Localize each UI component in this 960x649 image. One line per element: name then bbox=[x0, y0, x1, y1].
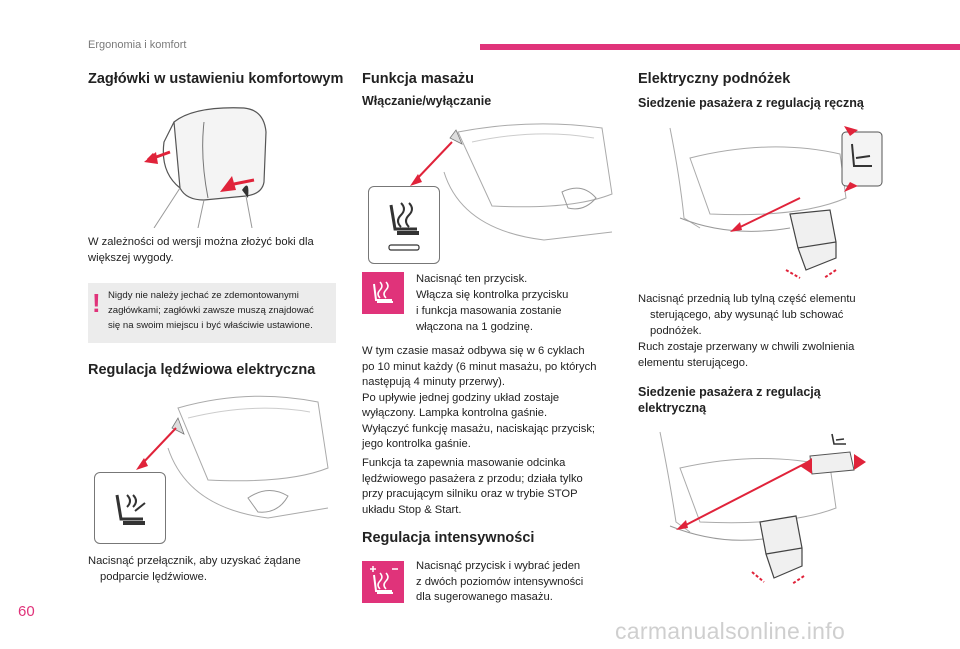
massage-bullet-4: włączona na 1 godzinę. bbox=[416, 321, 533, 333]
massage-seat-illustration bbox=[410, 123, 613, 241]
massage-bullet-1: Nacisnąć ten przycisk. bbox=[416, 272, 527, 288]
subheading-manual: Siedzenie pasażera z regulacją ręczną bbox=[638, 96, 864, 110]
massage-p2-line: przy pracującym silniku oraz w trybie ST… bbox=[362, 488, 578, 500]
massage-p1-line: wyłączony. Lampka kontrolna gaśnie. bbox=[362, 407, 548, 419]
heading-massage: Funkcja masażu bbox=[362, 71, 475, 87]
intensity-line: z dwóch poziomów intensywności bbox=[416, 575, 584, 588]
massage-button-icon bbox=[368, 186, 440, 264]
massage-p1-line: W tym czasie masaż odbywa się w 6 cyklac… bbox=[362, 345, 585, 357]
intensity-line: Nacisnąć przycisk i wybrać jeden bbox=[416, 560, 581, 572]
headrest-illustration bbox=[144, 107, 267, 228]
watermark: carmanualsonline.info bbox=[615, 618, 846, 644]
massage-p1-line: Po upływie jednej godziny układ zostaje bbox=[362, 391, 560, 404]
massage-paragraph-1: W tym czasie masaż odbywa się w 6 cyklac… bbox=[362, 344, 620, 453]
massage-intensity-icon bbox=[362, 561, 404, 603]
headrest-text-2: większej wygody. bbox=[88, 252, 174, 264]
massage-p2-line: Funkcja ta zapewnia masowanie odcinka bbox=[362, 457, 566, 469]
legrest-electric-illustration bbox=[659, 431, 866, 585]
legrest-bullet-3: podnóżek. bbox=[650, 325, 702, 337]
massage-bullet-3: i funkcja masowania zostanie bbox=[416, 305, 562, 317]
lumbar-bullet-1: Nacisnąć przełącznik, aby uzyskać żądane bbox=[88, 554, 301, 570]
massage-p1-line: Wyłączyć funkcję masażu, naciskając przy… bbox=[362, 422, 596, 435]
massage-p2-line: układu Stop & Start. bbox=[362, 503, 462, 516]
heading-legrest: Elektryczny podnóżek bbox=[638, 71, 791, 87]
warning-mark: ! bbox=[92, 288, 101, 318]
massage-p2-line: lędźwiowego pasażera z przodu; działa ty… bbox=[362, 472, 583, 485]
massage-paragraph-2: Funkcja ta zapewnia masowanie odcinka lę… bbox=[362, 456, 620, 518]
headrest-text-1: W zależności od wersji można złożyć boki… bbox=[88, 236, 314, 248]
massage-seat-icon bbox=[362, 272, 404, 314]
warning-line-2: zagłówkami; zagłówki zawsze muszą znajdo… bbox=[108, 305, 314, 316]
heading-intensity: Regulacja intensywności bbox=[362, 530, 535, 546]
legrest-bullet-2: sterującego, aby wysunąć lub schować bbox=[650, 309, 844, 321]
legrest-manual-illustration bbox=[669, 126, 883, 279]
legrest-text-2: elementu sterującego. bbox=[638, 357, 749, 369]
subheading-onoff: Włączanie/wyłączanie bbox=[362, 94, 492, 108]
lumbar-bullet-2: podparcie lędźwiowe. bbox=[100, 571, 207, 583]
legrest-bullet-1: Nacisnąć przednią lub tylną część elemen… bbox=[638, 292, 856, 308]
heading-headrests: Zagłówki w ustawieniu komfortowym bbox=[88, 71, 344, 87]
subheading-electric-1: Siedzenie pasażera z regulacją bbox=[638, 385, 821, 399]
legrest-bullet-text-1: Nacisnąć przednią lub tylną część elemen… bbox=[638, 293, 856, 305]
massage-bullet-text-1: Nacisnąć ten przycisk. bbox=[416, 273, 528, 285]
legrest-text-1: Ruch zostaje przerwany w chwili zwolnien… bbox=[638, 341, 855, 353]
warning-text: Nigdy nie należy jechać ze zdemontowanym… bbox=[108, 288, 334, 333]
header-accent-bar bbox=[480, 44, 960, 50]
massage-p1-line: następują 4 minuty przerwy). bbox=[362, 376, 506, 388]
massage-bullet-2: Włącza się kontrolka przycisku bbox=[416, 289, 569, 301]
intensity-paragraph: Nacisnąć przycisk i wybrać jeden z dwóch… bbox=[416, 559, 583, 606]
warning-line-1: Nigdy nie należy jechać ze zdemontowanym… bbox=[108, 290, 299, 301]
intensity-line: dla sugerowanego masażu. bbox=[416, 591, 553, 603]
heading-lumbar: Regulacja lędźwiowa elektryczna bbox=[88, 362, 316, 378]
massage-p1-line: jego kontrolka gaśnie. bbox=[362, 438, 471, 450]
massage-p1-line: po 10 minut każdy (6 minut masażu, po kt… bbox=[362, 360, 597, 373]
section-title: Ergonomia i komfort bbox=[88, 39, 187, 51]
subheading-electric-2: elektryczną bbox=[638, 401, 707, 415]
warning-line-3: się na swoim miejscu i być właściwie ust… bbox=[108, 320, 313, 331]
lumbar-seat-illustration bbox=[136, 395, 329, 519]
warning-box bbox=[88, 283, 336, 343]
lumbar-bullet-text-1: Nacisnąć przełącznik, aby uzyskać żądane bbox=[88, 555, 301, 567]
lumbar-switch-icon bbox=[94, 472, 166, 544]
page-number: 60 bbox=[18, 603, 35, 620]
